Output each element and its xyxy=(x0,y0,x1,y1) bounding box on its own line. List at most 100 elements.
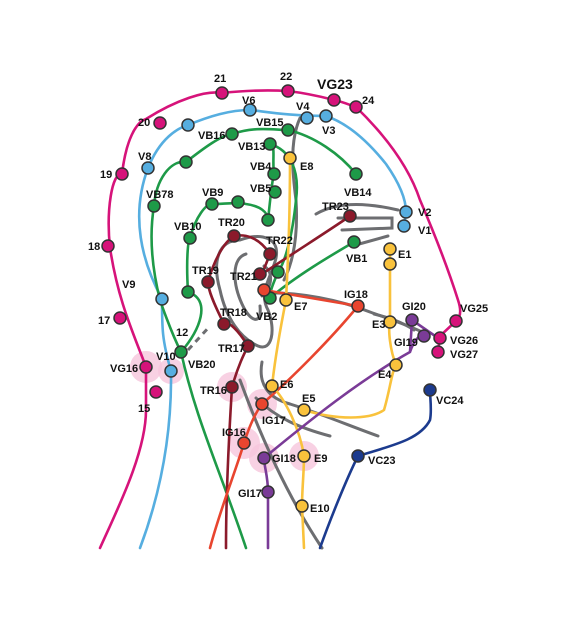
point-vb16 xyxy=(225,127,239,141)
point-ig16 xyxy=(237,436,251,450)
point-vb20 xyxy=(174,345,188,359)
label-tr23: TR23 xyxy=(322,201,349,213)
point-vg23 xyxy=(327,93,341,107)
label-ig16: IG16 xyxy=(222,427,246,439)
label-20: 20 xyxy=(138,117,150,129)
label-v1: V1 xyxy=(418,225,431,237)
point-e8 xyxy=(283,151,297,165)
label-vg26: VG26 xyxy=(450,335,478,347)
label-e8: E8 xyxy=(300,161,313,173)
label-vb20: VB20 xyxy=(188,359,216,371)
point-ig-ear xyxy=(257,283,271,297)
point-gi17 xyxy=(261,485,275,499)
point-v6 xyxy=(243,103,257,117)
point-e6 xyxy=(265,379,279,393)
label-vb16: VB16 xyxy=(198,130,226,142)
magenta-meridian xyxy=(98,89,462,550)
point-vb5 xyxy=(268,185,282,199)
label-vg23: VG23 xyxy=(317,76,353,92)
anatomy-outline xyxy=(215,116,424,550)
label-vb10: VB10 xyxy=(174,221,202,233)
point-vg25 xyxy=(449,314,463,328)
label-tr17: TR17 xyxy=(218,343,245,355)
label-vb5: VB5 xyxy=(250,183,271,195)
label-v4: V4 xyxy=(296,101,310,113)
label-17: 17 xyxy=(98,315,110,327)
point-vb5b xyxy=(261,213,275,227)
label-v3: V3 xyxy=(322,125,335,137)
label-ig18: IG18 xyxy=(344,289,368,301)
point-v2 xyxy=(399,205,413,219)
point-vb9b xyxy=(231,195,245,209)
point-22 xyxy=(281,84,295,98)
point-20 xyxy=(153,116,167,130)
point-tr21 xyxy=(253,267,267,281)
neck-front-contour xyxy=(238,378,324,550)
label-gi19: GI19 xyxy=(394,337,418,349)
label-vb9: VB9 xyxy=(202,187,223,199)
label-tr22: TR22 xyxy=(266,235,293,247)
label-vb18: VB78 xyxy=(146,189,174,201)
label-vc24: VC24 xyxy=(436,395,464,407)
label-e6: E6 xyxy=(280,379,293,391)
point-15 xyxy=(149,385,163,399)
point-21 xyxy=(215,86,229,100)
point-v8 xyxy=(141,161,155,175)
point-ig17 xyxy=(255,397,269,411)
point-e9 xyxy=(297,449,311,463)
point-e3 xyxy=(383,315,397,329)
jaw-contour xyxy=(259,360,380,438)
label-vg27: VG27 xyxy=(450,349,478,361)
point-v3 xyxy=(319,109,333,123)
point-v10 xyxy=(164,364,178,378)
label-21: 21 xyxy=(214,73,226,85)
point-tr19 xyxy=(201,275,215,289)
label-vb15: VB15 xyxy=(256,117,284,129)
label-e9: E9 xyxy=(314,453,327,465)
label-tr20: TR20 xyxy=(218,217,245,229)
point-vb14 xyxy=(349,167,363,181)
point-e10 xyxy=(295,499,309,513)
point-vb10 xyxy=(183,231,197,245)
label-v9: V9 xyxy=(122,279,135,291)
label-gi20: GI20 xyxy=(402,301,426,313)
label-vb13: VB13 xyxy=(238,141,266,153)
point-e5 xyxy=(297,403,311,417)
label-vb4: VB4 xyxy=(250,161,272,173)
point-tr20 xyxy=(227,229,241,243)
label-vb14: VB14 xyxy=(344,187,372,199)
label-e4: E4 xyxy=(378,369,392,381)
label-tr16: TR16 xyxy=(200,385,227,397)
label-v6: V6 xyxy=(242,95,255,107)
red-meridian xyxy=(208,288,361,550)
point-v1 xyxy=(397,219,411,233)
point-tr16 xyxy=(225,380,239,394)
label-tr19: TR19 xyxy=(192,265,219,277)
label-22: 22 xyxy=(280,71,292,83)
point-v-top xyxy=(181,118,195,132)
point-vb-ear xyxy=(181,285,195,299)
point-tr23 xyxy=(343,209,357,223)
point-vb-mid xyxy=(179,155,193,169)
point-gi18 xyxy=(257,451,271,465)
label-v8: V8 xyxy=(138,151,151,163)
label-19: 19 xyxy=(100,169,112,181)
point-tr22 xyxy=(263,247,277,261)
label-18: 18 xyxy=(88,241,100,253)
label-ig17: IG17 xyxy=(262,415,286,427)
label-tr21: TR21 xyxy=(230,271,257,283)
label-gi17: GI17 xyxy=(238,488,262,500)
point-vb-ear2 xyxy=(271,265,285,279)
point-e4 xyxy=(389,358,403,372)
point-24 xyxy=(349,100,363,114)
point-labels: VG23 21 22 24 20 19 18 17 VG16 15 12 V6 … xyxy=(88,71,488,515)
navy-meridian xyxy=(318,388,433,550)
point-e7 xyxy=(279,293,293,307)
point-vg16 xyxy=(139,360,153,374)
point-vb18 xyxy=(147,199,161,213)
point-gi20 xyxy=(405,313,419,327)
label-e10: E10 xyxy=(310,503,330,515)
point-e2 xyxy=(383,257,397,271)
label-gi18: GI18 xyxy=(272,453,296,465)
label-e3: E3 xyxy=(372,319,385,331)
